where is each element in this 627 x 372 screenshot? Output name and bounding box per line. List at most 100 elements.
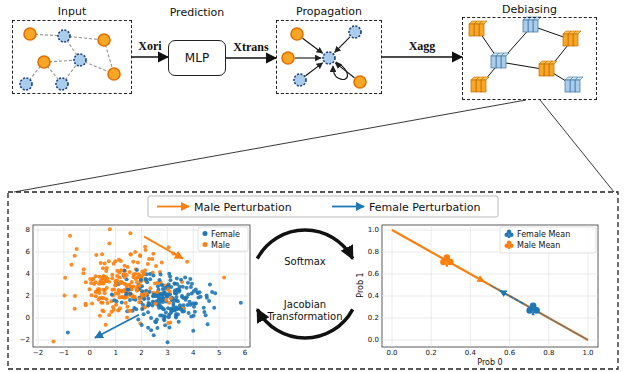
data-point [151, 294, 155, 298]
feature-cube [479, 24, 484, 36]
tick-label: −2 [33, 349, 43, 357]
data-point [190, 282, 194, 286]
zoom-line [540, 100, 614, 192]
tick-label: 0.0 [368, 336, 379, 344]
tick-label: 3 [165, 349, 169, 357]
axis-label: Prob 0 [477, 358, 502, 367]
data-point [169, 296, 173, 300]
tick-label: 0.4 [368, 292, 379, 300]
data-point [101, 281, 105, 285]
marker-stem [508, 234, 511, 238]
stage-heading: Debiasing [502, 3, 557, 16]
legend-entry: Male Perturbation [194, 200, 292, 213]
feature-cube [568, 34, 573, 46]
tick-label: 6 [243, 349, 247, 357]
data-point [191, 329, 195, 333]
grid-line [193, 225, 194, 347]
tick-label: 0 [26, 314, 30, 322]
legend-text: Female [211, 229, 240, 238]
data-point [101, 266, 105, 270]
data-point [149, 316, 153, 320]
propagation-arrow [295, 57, 321, 58]
data-point [161, 292, 165, 296]
data-point [176, 313, 180, 317]
legend-arrow [332, 206, 364, 208]
data-point [161, 307, 165, 311]
data-point [90, 301, 94, 305]
stage-heading: Propagation [296, 5, 362, 18]
graph-node [354, 76, 366, 88]
data-point [124, 301, 128, 305]
data-point [146, 262, 150, 266]
data-point [114, 303, 118, 307]
legend-entry: Female Mean [517, 230, 570, 239]
tick-label: 1 [113, 349, 117, 357]
data-point [112, 308, 116, 312]
data-point [101, 288, 105, 292]
feature-cube [476, 80, 481, 92]
detail-panel [8, 192, 618, 369]
data-point [164, 310, 168, 314]
grid-line [392, 225, 393, 347]
data-point [94, 294, 98, 298]
feature-cube-top [471, 77, 479, 80]
data-point [134, 307, 138, 311]
data-point [140, 307, 144, 311]
data-point [73, 254, 77, 258]
data-point [103, 262, 107, 266]
data-point [167, 293, 171, 297]
data-point [129, 252, 133, 256]
data-point [88, 287, 92, 291]
data-point [146, 326, 150, 330]
feature-cube [471, 80, 476, 92]
graph-node [323, 52, 335, 64]
data-point [173, 282, 177, 286]
data-point [172, 282, 176, 286]
data-point [142, 312, 146, 316]
data-point [138, 254, 142, 258]
data-point [167, 272, 171, 276]
data-point [63, 293, 67, 297]
grid-line [38, 225, 39, 347]
data-point [63, 276, 67, 280]
data-point [69, 263, 73, 267]
data-point [171, 302, 175, 306]
data-point [117, 292, 121, 296]
data-point [144, 248, 148, 252]
legend-arrow [157, 206, 189, 208]
data-point [75, 247, 79, 251]
data-point [202, 306, 206, 310]
data-point [127, 288, 131, 292]
graph-node [74, 54, 86, 66]
data-point [185, 286, 189, 290]
data-point [150, 257, 154, 261]
data-point [113, 283, 117, 287]
data-point [155, 318, 159, 322]
data-point [202, 310, 206, 314]
plot-legend-frame [198, 227, 248, 251]
feature-cube [474, 24, 479, 36]
data-point [88, 277, 92, 281]
data-point [186, 303, 190, 307]
data-point [101, 309, 105, 313]
tick-label: 0.6 [504, 349, 515, 357]
data-point [178, 303, 182, 307]
data-point [120, 300, 124, 304]
feature-cube [570, 80, 575, 92]
graph-node [98, 34, 110, 46]
data-point [186, 281, 190, 285]
data-point [112, 262, 116, 266]
data-point [137, 300, 141, 304]
data-point [167, 301, 171, 305]
grid-line [382, 274, 598, 275]
data-point [179, 278, 183, 282]
grid-line [33, 340, 250, 341]
data-point [110, 276, 114, 280]
data-point [135, 287, 139, 291]
data-point [119, 259, 123, 263]
data-point [131, 260, 135, 264]
data-point [131, 275, 135, 279]
feature-cube [575, 80, 580, 92]
female-mean-shift [500, 291, 524, 304]
